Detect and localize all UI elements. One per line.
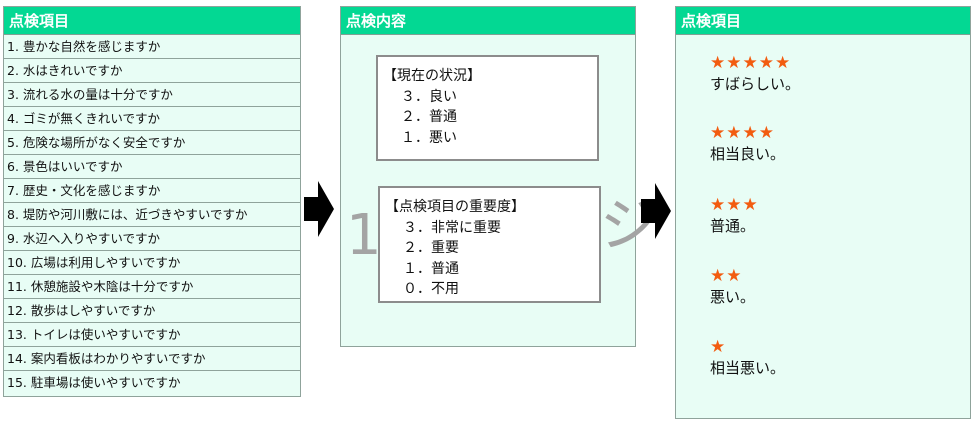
- list-item: 14. 案内看板はわかりやすいですか: [4, 347, 300, 371]
- list-item: 1. 豊かな自然を感じますか: [4, 35, 300, 59]
- rating-level: ★★★★★ すばらしい。: [710, 54, 800, 94]
- star-icon: ★★★★★: [710, 53, 792, 73]
- status-option: ３．良い: [401, 88, 457, 105]
- list-item: 15. 駐車場は使いやすいですか: [7, 375, 181, 390]
- star-icon: ★★★: [710, 195, 759, 215]
- importance-option: ３．非常に重要: [403, 219, 501, 236]
- importance-option: １．普通: [403, 260, 459, 277]
- star-icon: ★★★★: [710, 123, 775, 143]
- rating-level: ★★ 悪い。: [710, 267, 755, 307]
- inspection-items-list: 1. 豊かな自然を感じますか 2. 水はきれいですか 3. 流れる水の量は十分で…: [4, 35, 300, 395]
- list-item: 12. 散歩はしやすいですか: [4, 299, 300, 323]
- importance-option: ２．重要: [403, 240, 459, 256]
- rating-level: ★ 相当悪い。: [710, 338, 785, 378]
- list-item: 5. 危険な場所がなく安全ですか: [4, 131, 300, 155]
- rating-label: 相当悪い。: [710, 359, 786, 377]
- list-item: 9. 水辺へ入りやすいですか: [4, 227, 300, 251]
- rating-scale-header: 点検項目: [676, 7, 970, 35]
- status-option: ２．普通: [401, 109, 457, 125]
- star-icon: ★: [710, 337, 727, 357]
- importance-heading: 【点検項目の重要度】: [385, 199, 525, 215]
- current-status-box: 【現在の状況】 ３．良い ２．普通 １．悪い: [376, 55, 599, 161]
- list-item: 10. 広場は利用しやすいですか: [4, 251, 300, 275]
- list-item: 7. 歴史・文化を感じますか: [4, 179, 300, 203]
- importance-option: ０．不用: [403, 281, 459, 297]
- rating-label: 普通。: [710, 217, 756, 235]
- list-item: 13. トイレは使いやすいですか: [4, 323, 300, 347]
- arrow-right-icon: [304, 181, 334, 237]
- rating-label: すばらしい。: [710, 75, 801, 93]
- inspection-items-panel: 点検項目 1. 豊かな自然を感じますか 2. 水はきれいですか 3. 流れる水の…: [3, 6, 301, 397]
- star-icon: ★★: [710, 266, 743, 286]
- rating-label: 相当良い。: [710, 145, 786, 163]
- rating-scale-panel: 点検項目: [675, 6, 971, 419]
- watermark-text: 1: [346, 203, 382, 268]
- inspection-items-header: 点検項目: [4, 7, 300, 35]
- rating-level: ★★★ 普通。: [710, 196, 759, 236]
- list-item: 11. 休憩施設や木陰は十分ですか: [4, 275, 300, 299]
- arrow-right-icon: [641, 183, 671, 239]
- list-item: 3. 流れる水の量は十分ですか: [4, 83, 300, 107]
- list-item: 2. 水はきれいですか: [4, 59, 300, 83]
- list-item: 8. 堤防や河川敷には、近づきやすいですか: [4, 203, 300, 227]
- inspection-contents-header: 点検内容: [341, 7, 635, 35]
- rating-label: 悪い。: [710, 288, 756, 306]
- list-item: 4. ゴミが無くきれいですか: [4, 107, 300, 131]
- importance-box: 【点検項目の重要度】 ３．非常に重要 ２．重要 １．普通 ０．不用: [378, 186, 601, 303]
- rating-level: ★★★★ 相当良い。: [710, 124, 785, 164]
- status-option: １．悪い: [401, 129, 457, 146]
- current-status-heading: 【現在の状況】: [383, 68, 481, 84]
- list-item: 6. 景色はいいですか: [4, 155, 300, 179]
